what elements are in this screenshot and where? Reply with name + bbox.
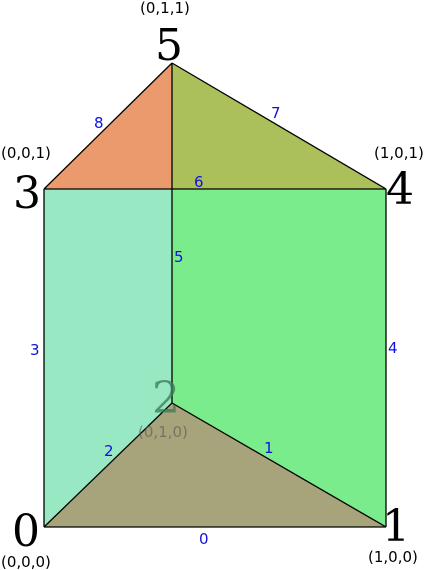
edge-8-line [43, 62, 173, 190]
vertex-label-3: 3 [13, 168, 41, 219]
edge-label-4: 4 [388, 339, 398, 357]
edge-7-line [171, 62, 387, 190]
vertex-coord-2: (0,1,0) [138, 423, 188, 441]
vertex-label-5: 5 [155, 20, 183, 71]
edge-label-7: 7 [271, 104, 281, 122]
edge-2-line [43, 402, 173, 528]
edge-label-5: 5 [174, 248, 184, 266]
vertex-coord-4: (1,0,1) [374, 144, 424, 162]
vertex-label-2: 2 [152, 373, 180, 424]
edge-label-2: 2 [104, 442, 114, 460]
edge-label-3: 3 [30, 341, 40, 359]
vertex-coord-5: (0,1,1) [140, 0, 190, 17]
edge-label-6: 6 [194, 173, 204, 191]
vertex-coord-1: (1,0,0) [368, 548, 418, 566]
vertex-label-0: 0 [12, 506, 40, 557]
edge-label-8: 8 [94, 114, 104, 132]
face-bottom [44, 403, 386, 527]
vertex-coord-3: (0,0,1) [1, 144, 51, 162]
vertex-coord-0: (0,0,0) [1, 553, 51, 570]
vertex-label-1: 1 [382, 501, 410, 552]
edge-label-1: 1 [264, 439, 274, 457]
vertex-label-4: 4 [386, 164, 414, 215]
face-right [172, 189, 386, 527]
face-left [44, 189, 172, 527]
edge-label-0: 0 [199, 530, 209, 548]
edge-1-line [171, 402, 387, 528]
